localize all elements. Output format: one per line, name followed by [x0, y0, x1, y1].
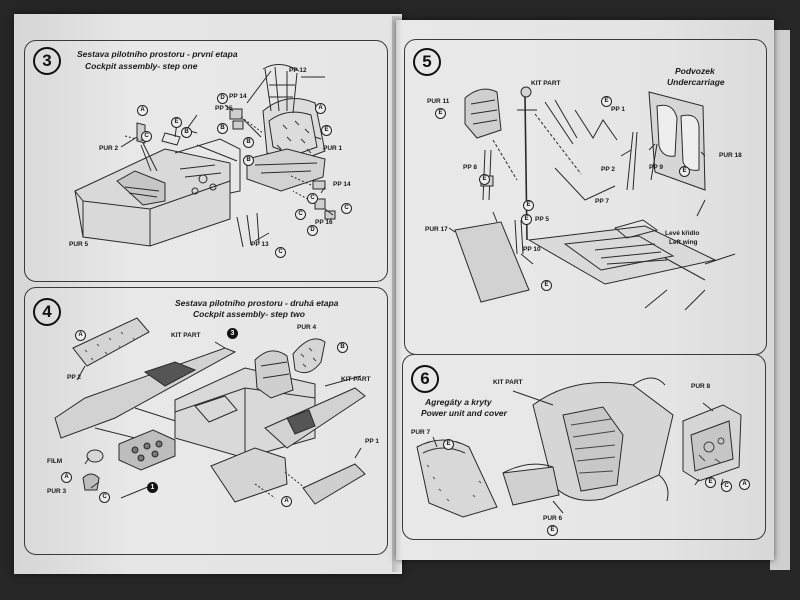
step-6-panel: 6 Agregáty a kryty Power unit and cover … — [402, 354, 766, 540]
marker-d: D — [217, 93, 228, 104]
step-3-panel: 3 Sestava pilotního prostoru - první eta… — [24, 40, 388, 282]
part-label-pur17: PUR 17 — [425, 226, 448, 233]
part-label-pur7: PUR 7 — [411, 429, 431, 436]
power-unit-drawing — [403, 355, 765, 539]
wing-label-en: Left wing — [669, 239, 698, 246]
step-title-en: Cockpit assembly- step two — [193, 309, 305, 319]
part-label-pp10: PP 10 — [523, 246, 541, 253]
part-label-pur6: PUR 6 — [543, 515, 563, 522]
marker-e: E — [523, 200, 534, 211]
marker-b: B — [217, 123, 228, 134]
marker-e: E — [435, 108, 446, 119]
marker-e: E — [521, 214, 532, 225]
part-label-pur1: PUR 1 — [323, 145, 343, 152]
cockpit-step-one-drawing — [25, 41, 387, 281]
part-label-pur3: PUR 3 — [47, 488, 67, 495]
part-label-pur8: PUR 8 — [691, 383, 711, 390]
marker-a: A — [281, 496, 292, 507]
step-number: 4 — [33, 298, 61, 326]
part-label-pp2: PP 2 — [601, 166, 615, 173]
marker-e: E — [541, 280, 552, 291]
part-label-pur2: PUR 2 — [99, 145, 119, 152]
step-number: 5 — [413, 48, 441, 76]
marker-b: B — [181, 127, 192, 138]
part-label-pp14-b: PP 14 — [333, 181, 351, 188]
step-title-cz: Sestava pilotního prostoru - první etapa — [77, 49, 238, 59]
marker-e: E — [547, 525, 558, 536]
part-label-pp16: PP 16 — [315, 219, 333, 226]
part-label-pp14: PP 14 — [229, 93, 247, 100]
part-label-pur5: PUR 5 — [69, 241, 89, 248]
part-label-pur18: PUR 18 — [719, 152, 742, 159]
step-title-cz: Agregáty a kryty — [425, 397, 492, 407]
part-label-pp8: PP 8 — [463, 164, 477, 171]
marker-e: E — [705, 477, 716, 488]
part-label-pp1: PP 1 — [365, 438, 379, 445]
undercarriage-drawing — [405, 40, 766, 354]
marker-a: A — [137, 105, 148, 116]
cockpit-step-two-drawing — [25, 288, 387, 554]
marker-b: B — [243, 137, 254, 148]
marker-a: A — [739, 479, 750, 490]
marker-c: C — [275, 247, 286, 258]
marker-b: B — [243, 155, 254, 166]
part-label-pp15: PP 15 — [215, 105, 233, 112]
marker-c: C — [141, 131, 152, 142]
marker-b: B — [337, 342, 348, 353]
marker-c: C — [295, 209, 306, 220]
marker-c: C — [99, 492, 110, 503]
wing-label-cz: Levé křídlo — [665, 230, 700, 237]
sheet-fold — [392, 16, 402, 572]
reference-step-3: 3 — [227, 328, 238, 339]
marker-c: C — [307, 193, 318, 204]
part-label-pur4: PUR 4 — [297, 324, 317, 331]
marker-e: E — [479, 174, 490, 185]
part-label-kit-part: KIT PART — [531, 80, 561, 87]
step-number: 6 — [411, 365, 439, 393]
reference-step-1: 1 — [147, 482, 158, 493]
marker-e: E — [601, 96, 612, 107]
part-label-pur11: PUR 11 — [427, 98, 450, 105]
marker-e: E — [171, 117, 182, 128]
marker-c: C — [341, 203, 352, 214]
part-label-kit-part-b: KIT PART — [341, 376, 371, 383]
part-label-pp9: PP 9 — [649, 164, 663, 171]
part-label-pp12: PP 12 — [289, 67, 307, 74]
part-label-pp2: PP 2 — [67, 374, 81, 381]
step-title-en: Undercarriage — [667, 77, 725, 87]
part-label-pp13: PP 13 — [251, 241, 269, 248]
step-title-en: Power unit and cover — [421, 408, 507, 418]
step-title-cz: Podvozek — [675, 66, 715, 76]
step-5-panel: 5 Podvozek Undercarriage KIT PART PUR 11… — [404, 39, 767, 355]
marker-a: A — [75, 330, 86, 341]
marker-d: D — [307, 225, 318, 236]
step-number: 3 — [33, 47, 61, 75]
part-label-pp5: PP 5 — [535, 216, 549, 223]
under-sheet — [770, 30, 790, 570]
marker-e: E — [679, 166, 690, 177]
part-label-kit-part: KIT PART — [171, 332, 201, 339]
marker-c: C — [721, 481, 732, 492]
marker-a: A — [315, 103, 326, 114]
part-label-film: FILM — [47, 458, 63, 465]
part-label-pp1: PP 1 — [611, 106, 625, 113]
marker-e: E — [443, 439, 454, 450]
marker-a: A — [61, 472, 72, 483]
part-label-pp7: PP 7 — [595, 198, 609, 205]
step-title-en: Cockpit assembly- step one — [85, 61, 198, 71]
step-4-panel: 4 Sestava pilotního prostoru - druhá eta… — [24, 287, 388, 555]
marker-e: E — [321, 125, 332, 136]
step-title-cz: Sestava pilotního prostoru - druhá etapa — [175, 298, 339, 308]
part-label-kit-part: KIT PART — [493, 379, 523, 386]
